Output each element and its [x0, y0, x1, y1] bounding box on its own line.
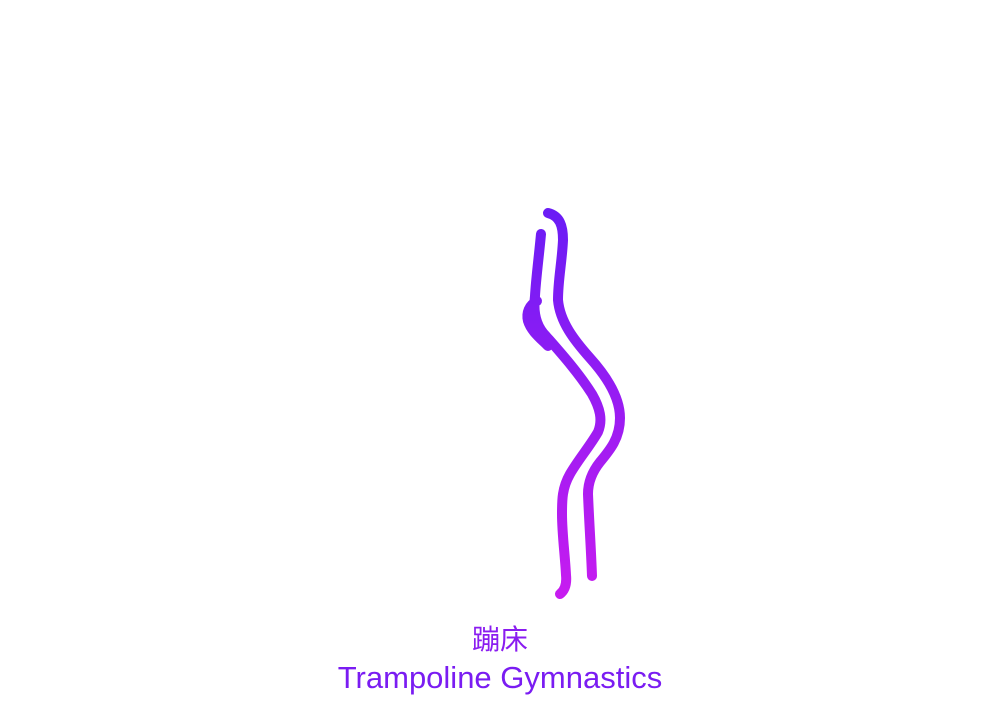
head-stroke [522, 296, 553, 351]
caption-english: Trampoline Gymnastics [337, 660, 663, 695]
body-outer-stroke [543, 208, 625, 581]
body-inner-stroke [529, 229, 606, 599]
caption-chinese: 蹦床 [471, 623, 528, 656]
